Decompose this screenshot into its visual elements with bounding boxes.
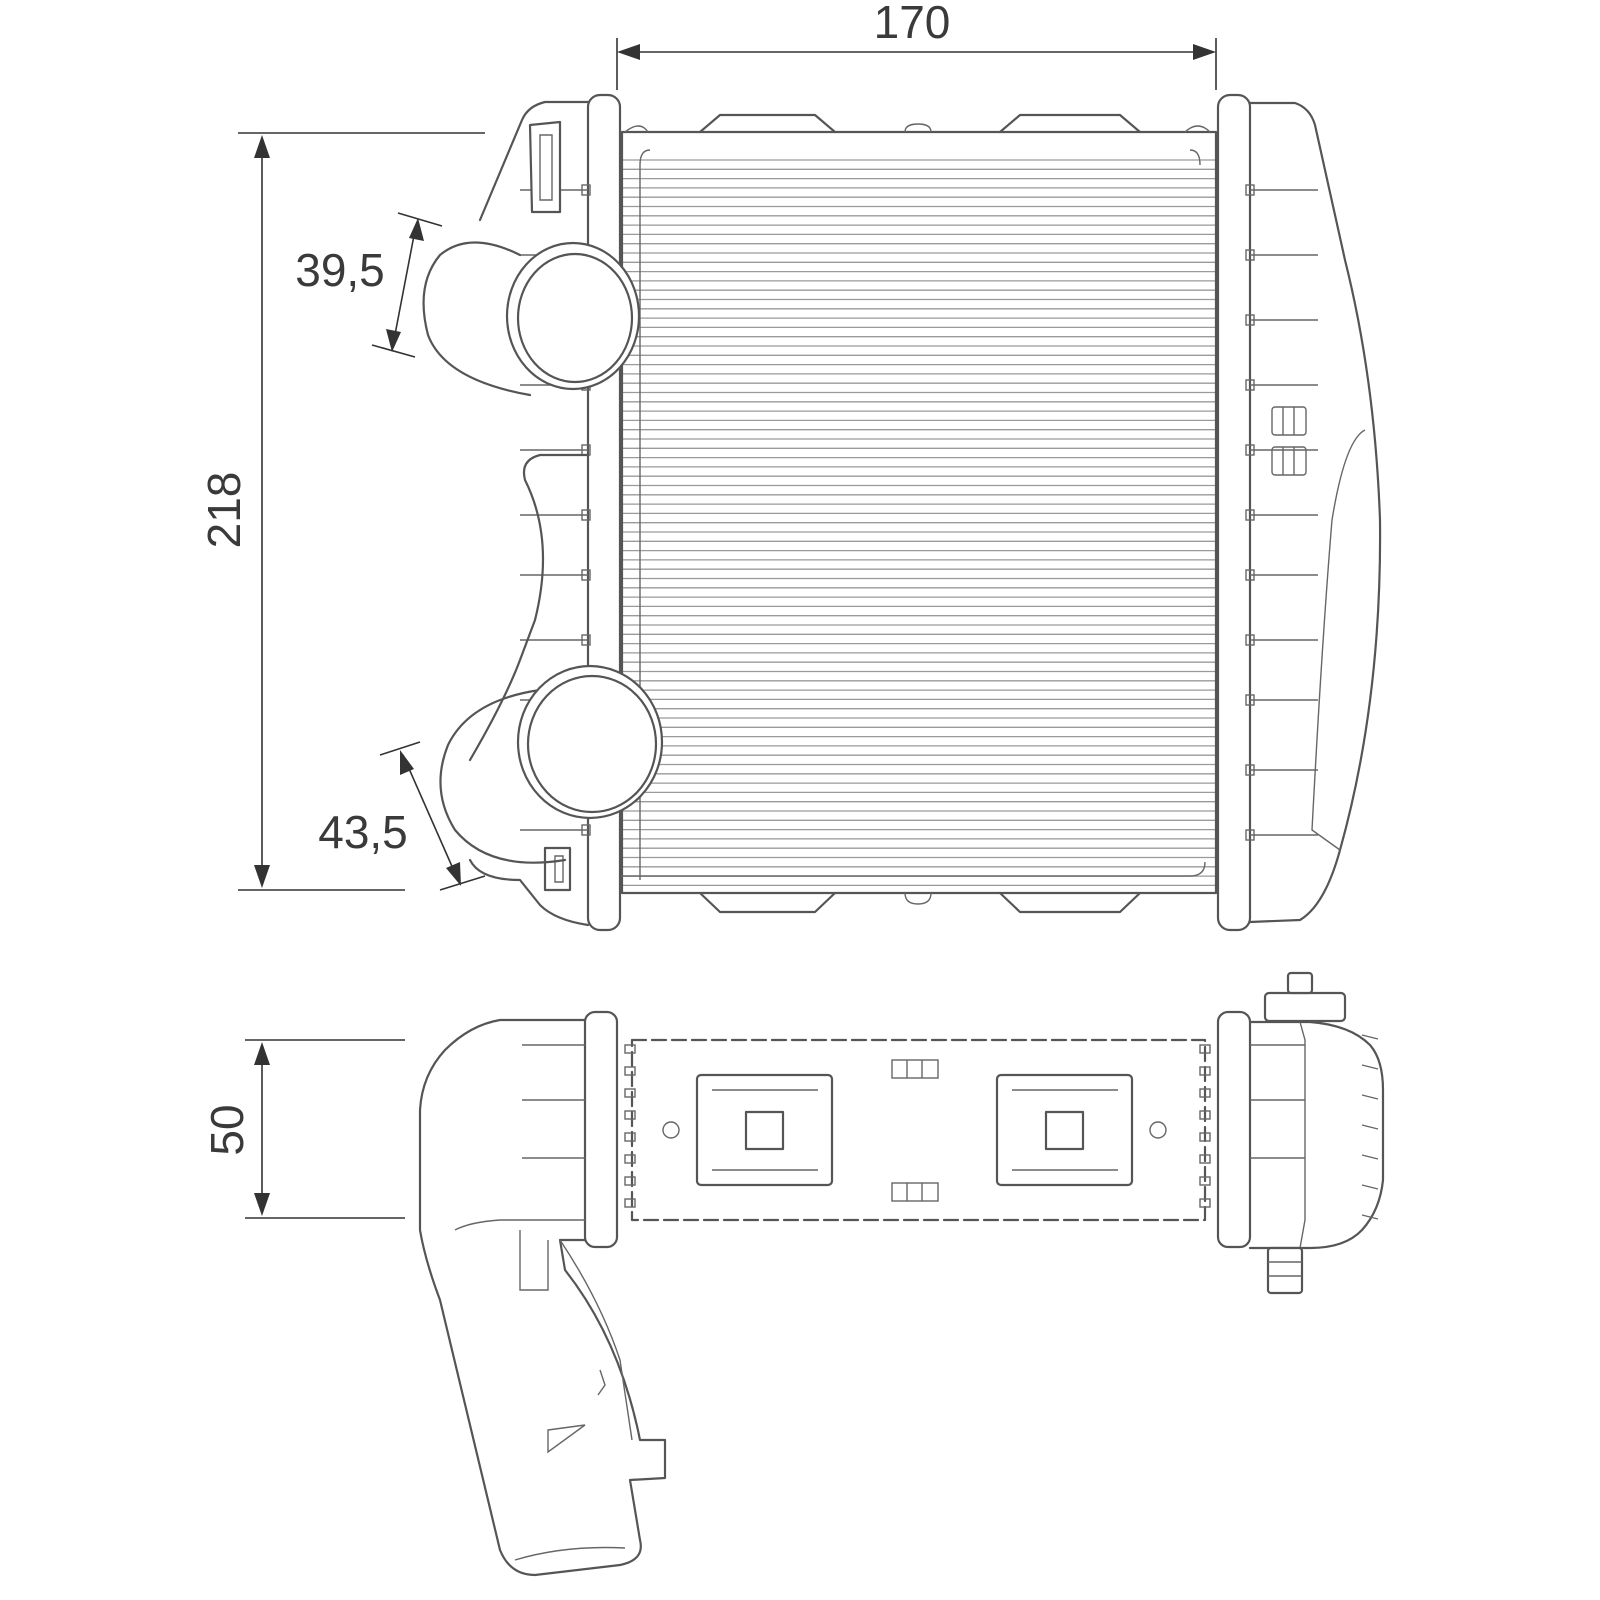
side-notch-right [1199, 1088, 1211, 1098]
dimension-lower-port: 43,5 [318, 741, 486, 891]
right-header-plate [1216, 93, 1252, 932]
side-notch-right [1199, 1198, 1211, 1208]
lower-inlet-neck [439, 688, 567, 864]
right-rib-tab [1245, 379, 1255, 391]
side-tank-right-rib [1361, 1094, 1379, 1100]
left-rib-tab [581, 509, 591, 521]
right-rib-tab [1245, 694, 1255, 706]
dimension-height-label: 218 [198, 472, 250, 549]
side-slots [891, 1059, 939, 1202]
side-notch-left [624, 1044, 636, 1054]
dimension-upper-port-label: 39,5 [295, 244, 385, 296]
core-side-body [630, 1038, 1207, 1222]
side-header-right [1216, 1010, 1252, 1249]
bottom-tab-left [698, 891, 837, 914]
upper-inlet-port-inner [516, 252, 634, 384]
side-tank-right-rib [1361, 1124, 1379, 1130]
right-rib-tab [1245, 829, 1255, 841]
lower-bracket [543, 846, 572, 892]
top-view [418, 971, 1385, 1577]
right-rib-tab [1245, 184, 1255, 196]
side-header-left [583, 1010, 619, 1249]
dimension-height: 218 [198, 132, 485, 891]
dimension-depth-label: 50 [201, 1104, 253, 1155]
right-tank-recess [1311, 429, 1366, 851]
side-tank-left [418, 1018, 667, 1577]
side-notch-right [1199, 1132, 1211, 1142]
side-notch-right [1199, 1154, 1211, 1164]
right-rib-tab [1245, 634, 1255, 646]
dimension-upper-port: 39,5 [295, 212, 443, 358]
core-outline [620, 130, 1218, 895]
mounting-block-right [995, 1073, 1134, 1187]
side-notch-left [624, 1176, 636, 1186]
right-connector-bottom [1266, 1246, 1304, 1295]
side-tank-right-rib [1361, 1064, 1379, 1070]
dimension-depth: 50 [201, 1039, 405, 1219]
lower-inlet-port-inner [526, 674, 658, 814]
left-rib-tab [581, 569, 591, 581]
right-rib-tab [1245, 509, 1255, 521]
right-rib-tab [1245, 249, 1255, 261]
side-notch-left [624, 1066, 636, 1076]
side-notch-right [1199, 1066, 1211, 1076]
side-tank-right-rib [1361, 1214, 1379, 1220]
side-notch-left [624, 1154, 636, 1164]
right-tank-slots [1271, 406, 1307, 476]
right-tank [1248, 101, 1382, 924]
left-tank [468, 100, 590, 927]
right-rib-tab [1245, 314, 1255, 326]
side-notch-right [1199, 1110, 1211, 1120]
side-notch-right [1199, 1044, 1211, 1054]
left-rib-tab [581, 824, 591, 836]
bottom-tab-right [998, 891, 1142, 914]
side-notch-left [624, 1132, 636, 1142]
side-notch-left [624, 1198, 636, 1208]
left-rib-tab [581, 634, 591, 646]
right-rib-tab [1245, 444, 1255, 456]
side-notch-right [1199, 1176, 1211, 1186]
side-tank-right-rib [1361, 1184, 1379, 1190]
side-view-ribs [522, 1034, 1379, 1220]
dimension-width: 170 [616, 0, 1217, 90]
upper-inlet-neck [422, 241, 532, 397]
side-notch-left [624, 1110, 636, 1120]
right-rib-tab [1245, 764, 1255, 776]
top-tab-right [998, 113, 1142, 134]
side-tank-right-rib [1361, 1154, 1379, 1160]
side-tank-right [1248, 1020, 1385, 1250]
right-header-ribs [1245, 184, 1318, 841]
side-notch-left [624, 1088, 636, 1098]
core-fins [622, 159, 1216, 887]
front-view [422, 93, 1382, 932]
top-tab-left [698, 113, 837, 134]
left-rib-tab [581, 184, 591, 196]
dimension-width-label: 170 [874, 0, 951, 48]
dimension-lower-port-label: 43,5 [318, 806, 408, 858]
mounting-block-left [695, 1073, 834, 1187]
right-connector-top [1263, 971, 1347, 1023]
right-rib-tab [1245, 569, 1255, 581]
side-tank-right-rib [1361, 1034, 1379, 1040]
